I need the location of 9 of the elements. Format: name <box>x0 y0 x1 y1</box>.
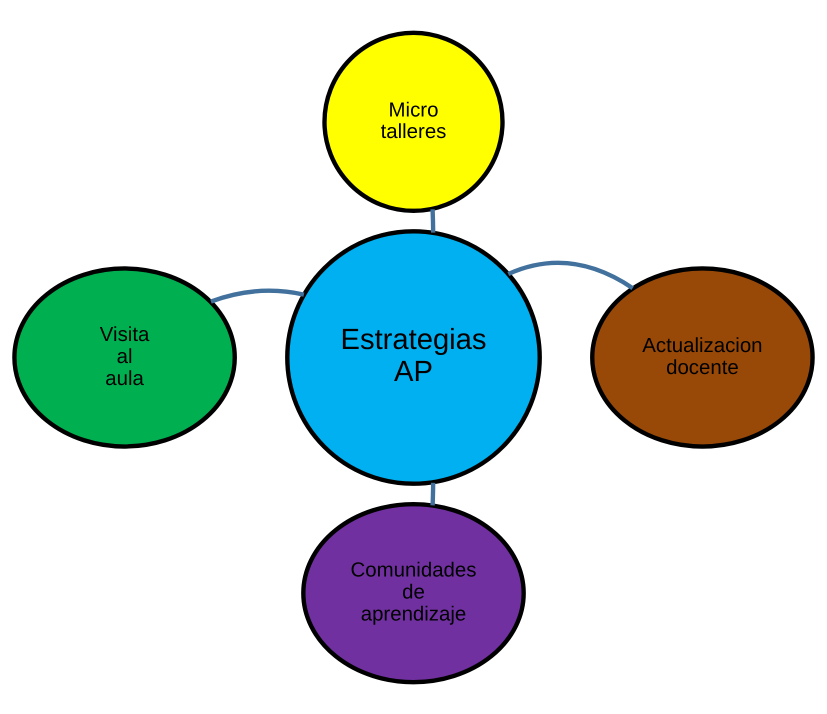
node-ellipse: Visita al aula <box>12 266 237 448</box>
connector <box>507 260 634 290</box>
connector <box>430 208 436 232</box>
node-ellipse: Actualizacion docente <box>590 266 815 448</box>
node-ellipse: Comunidades de aprendizaje <box>301 501 526 684</box>
connector <box>210 288 304 304</box>
connector <box>430 482 436 505</box>
node-circle: Estrategias AP <box>285 228 542 486</box>
node-circle: Micro talleres <box>322 30 505 213</box>
